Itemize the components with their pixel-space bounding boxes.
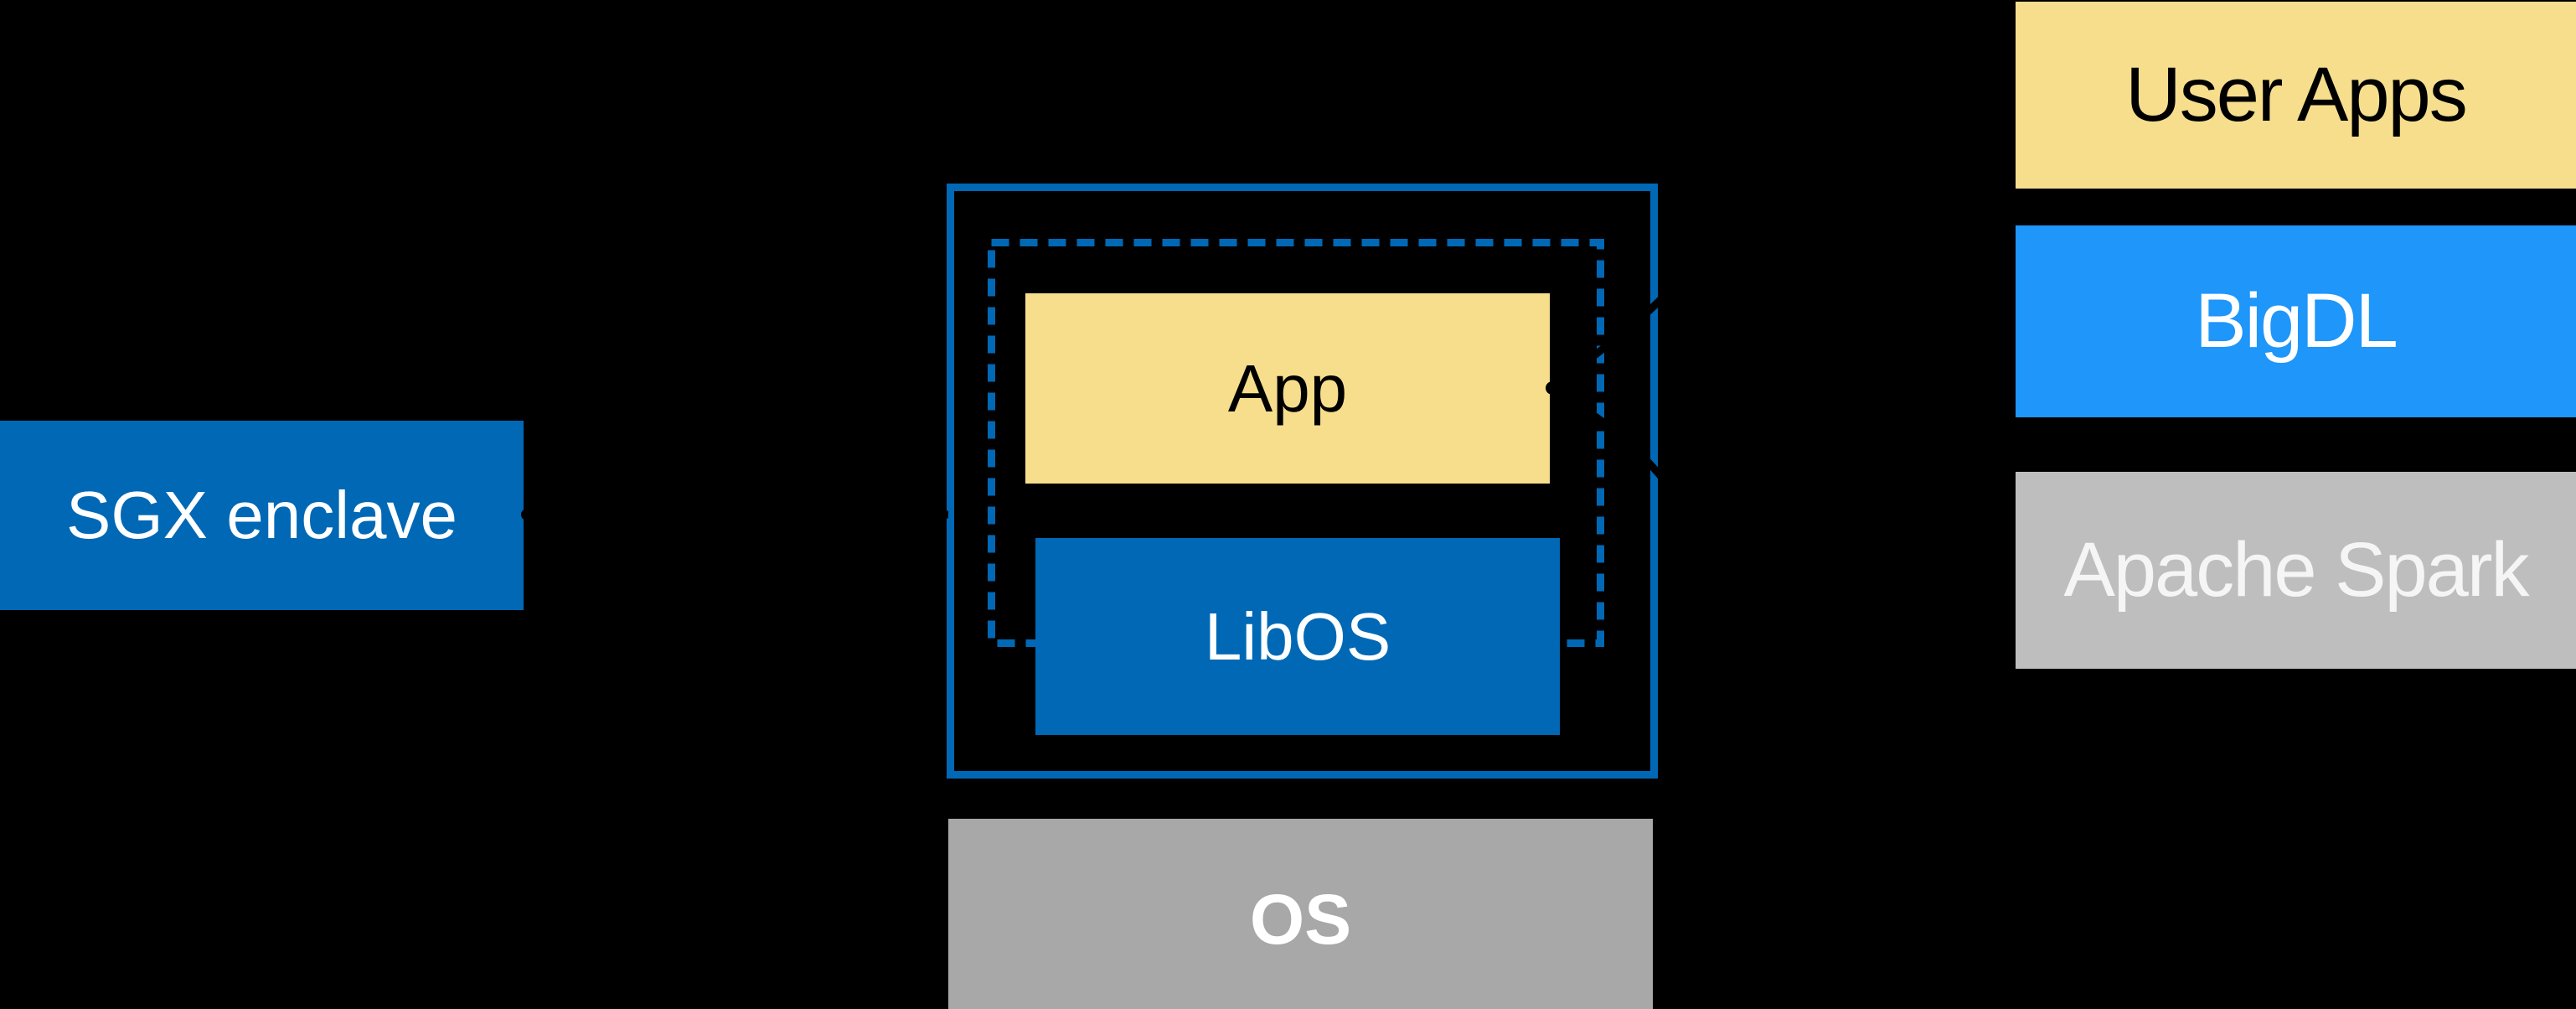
bigdl-label: BigDL <box>2195 278 2398 364</box>
app-box: App <box>1025 293 1550 484</box>
app-label: App <box>1227 350 1348 426</box>
sgx-enclave-label: SGX enclave <box>66 478 457 552</box>
bigdl-box: BigDL <box>2016 225 2576 417</box>
os-label: OS <box>1249 879 1352 959</box>
apache-spark-label: Apache Spark <box>2063 527 2530 613</box>
libos-label: LibOS <box>1204 598 1391 674</box>
sgx-enclave-box: SGX enclave <box>0 421 524 610</box>
sgx-pointer-line <box>521 509 948 520</box>
user-apps-box: User Apps <box>2016 2 2576 189</box>
libos-box: LibOS <box>1035 538 1560 735</box>
user-apps-label: User Apps <box>2125 52 2467 137</box>
os-box: OS <box>948 819 1653 1009</box>
apache-spark-box: Apache Spark <box>2016 472 2576 669</box>
